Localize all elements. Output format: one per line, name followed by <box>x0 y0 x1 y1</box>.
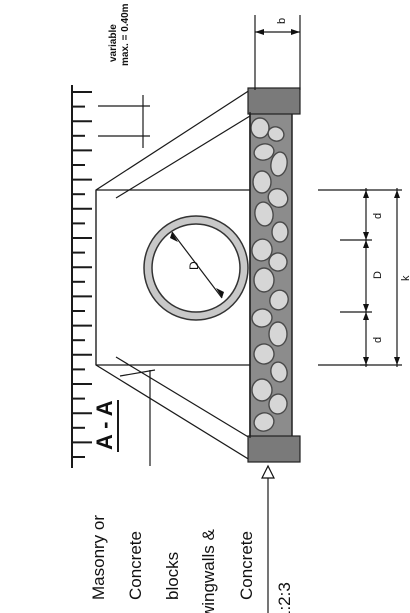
dim-d-bottom-label: d <box>372 337 384 343</box>
stone <box>268 321 288 347</box>
variable-height-dimension: variable max. = 0.40m <box>98 3 150 148</box>
wingwalls-label: wingwalls & <box>199 529 218 613</box>
stone <box>253 412 275 432</box>
ground-line <box>71 85 92 468</box>
stone <box>267 126 285 142</box>
concrete-label: Concrete <box>237 531 256 600</box>
stone <box>251 308 273 328</box>
stone <box>250 117 270 139</box>
base-stones <box>250 117 289 432</box>
stone <box>253 343 275 365</box>
dim-k-label: k <box>400 275 410 281</box>
variable-max-label: max. = 0.40m <box>120 3 131 66</box>
stone <box>268 393 288 415</box>
pipe-diameter-label: D <box>187 261 201 270</box>
pipe-diameter-line <box>171 231 223 299</box>
stone <box>270 151 288 177</box>
stone <box>252 170 272 194</box>
stone <box>270 361 288 383</box>
concrete-base <box>247 87 301 463</box>
section-title: A - A <box>92 400 117 450</box>
dim-d-mid-label: D <box>372 271 384 279</box>
mix-ratio-label: 1:2:3 <box>275 582 294 613</box>
stone <box>251 378 273 402</box>
masonry-label-line3: blocks <box>163 552 182 600</box>
stone <box>253 143 275 161</box>
stone <box>268 252 288 272</box>
b-dimension: b <box>254 15 301 90</box>
end-block-top <box>247 87 301 115</box>
dim-d-top-label: d <box>372 213 384 219</box>
stone <box>251 238 273 262</box>
ground-hatch-ticks <box>72 91 92 458</box>
stone <box>253 267 275 293</box>
opening-dimension-chain: d D d k <box>318 188 410 367</box>
stone <box>269 289 289 311</box>
variable-label: variable <box>108 24 119 62</box>
stone <box>267 188 289 208</box>
pipe-section: D <box>143 215 249 321</box>
end-block-bottom <box>247 435 301 463</box>
masonry-label-line2: Concrete <box>126 531 145 600</box>
b-label: b <box>276 18 288 24</box>
stone <box>271 221 289 243</box>
masonry-label-line1: Masonry or <box>89 515 108 600</box>
stone <box>254 201 274 227</box>
label-leaders <box>119 369 275 613</box>
